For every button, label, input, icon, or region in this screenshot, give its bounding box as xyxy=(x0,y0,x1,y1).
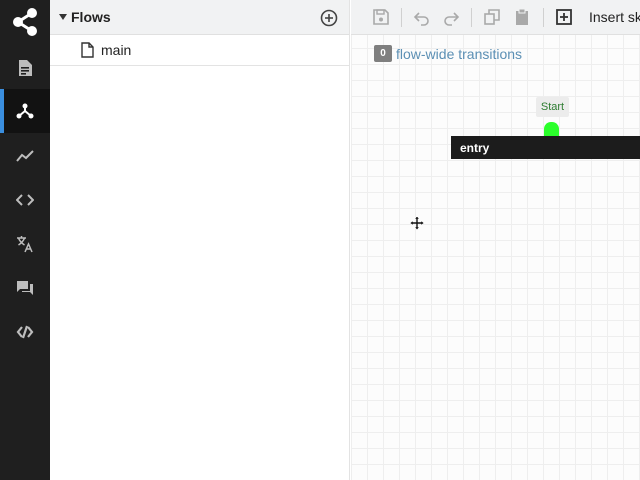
copy-icon[interactable] xyxy=(483,8,501,26)
chat-icon xyxy=(17,281,33,295)
rail-item-translate[interactable] xyxy=(0,222,50,266)
app-logo[interactable] xyxy=(0,0,50,44)
file-icon xyxy=(81,42,94,58)
rail-item-code[interactable] xyxy=(0,178,50,222)
icon-rail xyxy=(0,0,50,480)
toolbar-divider xyxy=(401,8,402,27)
start-port[interactable] xyxy=(544,122,559,138)
analytics-icon xyxy=(16,150,34,162)
save-icon[interactable] xyxy=(372,8,390,26)
flow-canvas[interactable]: Insert skill 0 flow-wide transitions Sta… xyxy=(351,0,640,480)
entry-node[interactable]: entry xyxy=(451,136,640,159)
flow-icon xyxy=(16,103,34,119)
rail-item-qna[interactable] xyxy=(0,266,50,310)
canvas-toolbar: Insert skill xyxy=(351,0,640,35)
caret-down-icon[interactable] xyxy=(59,14,67,20)
start-node[interactable]: Start xyxy=(536,97,569,117)
flows-title: Flows xyxy=(71,9,111,25)
toolbar-divider xyxy=(471,8,472,27)
rail-item-analytics[interactable] xyxy=(0,134,50,178)
entry-node-label: entry xyxy=(460,140,490,155)
move-cursor-icon xyxy=(410,216,424,230)
link-icon xyxy=(16,325,34,339)
flows-panel: Flows main xyxy=(50,0,350,480)
add-circle-icon[interactable] xyxy=(320,9,338,27)
flow-name: main xyxy=(101,42,132,58)
undo-icon[interactable] xyxy=(413,8,431,26)
rail-item-integrations[interactable] xyxy=(0,310,50,354)
code-icon xyxy=(16,194,34,206)
insert-skill-button[interactable]: Insert skill xyxy=(589,9,640,25)
flow-item-main[interactable]: main xyxy=(50,35,349,66)
share-logo-icon xyxy=(13,8,37,36)
flows-header[interactable]: Flows xyxy=(50,0,349,35)
transitions-link[interactable]: flow-wide transitions xyxy=(396,45,523,62)
redo-icon[interactable] xyxy=(442,8,460,26)
toolbar-divider xyxy=(543,8,544,27)
flow-wide-transitions[interactable]: 0 flow-wide transitions xyxy=(374,45,522,62)
insert-box-icon[interactable] xyxy=(555,8,573,26)
translate-icon xyxy=(17,236,33,253)
document-icon xyxy=(19,60,32,76)
paste-icon[interactable] xyxy=(513,8,531,26)
transitions-count-badge: 0 xyxy=(374,45,392,62)
rail-item-content[interactable] xyxy=(0,46,50,90)
rail-item-flows[interactable] xyxy=(0,89,50,133)
